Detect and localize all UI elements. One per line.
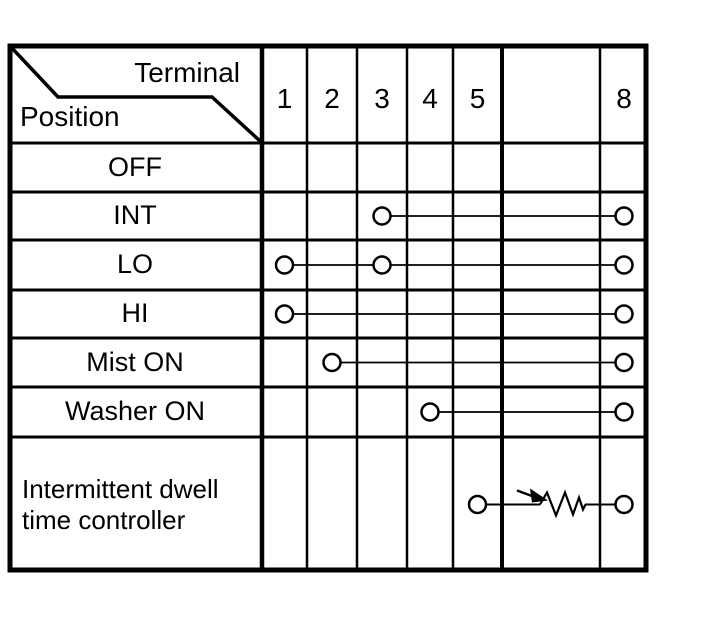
terminal-contact-circle: [614, 304, 634, 324]
terminal-contact-circle: [614, 402, 634, 422]
row-label-mist-on: Mist ON: [86, 346, 184, 377]
terminal-contact-circle: [467, 494, 488, 515]
terminal-contact-circle: [614, 206, 634, 226]
row-label-int: INT: [113, 200, 157, 231]
terminal-contact-circle: [614, 352, 634, 373]
position-header-label: Position: [20, 101, 120, 132]
terminal-contact-circle: [614, 255, 634, 275]
variable-resistor-zigzag: [539, 489, 587, 519]
terminal-contact-circle: [372, 206, 392, 226]
header-diagonal-divider: [8, 44, 262, 143]
terminal-contact-circle: [274, 304, 295, 324]
terminal-column-header-2: 2: [324, 83, 340, 115]
terminal-column-header-4: 4: [422, 83, 438, 115]
terminal-column-header-8: 8: [616, 83, 632, 115]
terminal-contact-circle: [274, 255, 295, 275]
terminal-column-header-blank: [502, 44, 600, 149]
row-label-lo: LO: [116, 249, 154, 280]
row-label-intermittent-dwell-time-controller: Intermittent dwell time controller: [22, 473, 219, 535]
terminal-column-header-3: 3: [374, 83, 390, 115]
terminal-column-header-1: 1: [276, 83, 293, 115]
row-label-hi: HI: [121, 298, 149, 329]
terminal-header-label: Terminal: [134, 57, 240, 88]
terminal-contact-circle: [372, 255, 392, 275]
terminal-contact-circle: [420, 402, 440, 422]
table-outer-border: [7, 43, 649, 573]
variable-resistor-arrow-head-icon: [530, 488, 548, 503]
terminal-contact-circle: [322, 352, 342, 373]
terminal-column-header-5: 5: [469, 83, 486, 115]
row-label-off: OFF: [108, 151, 162, 182]
row-label-washer-on: Washer ON: [64, 396, 206, 427]
terminal-contact-circle: [614, 494, 634, 515]
